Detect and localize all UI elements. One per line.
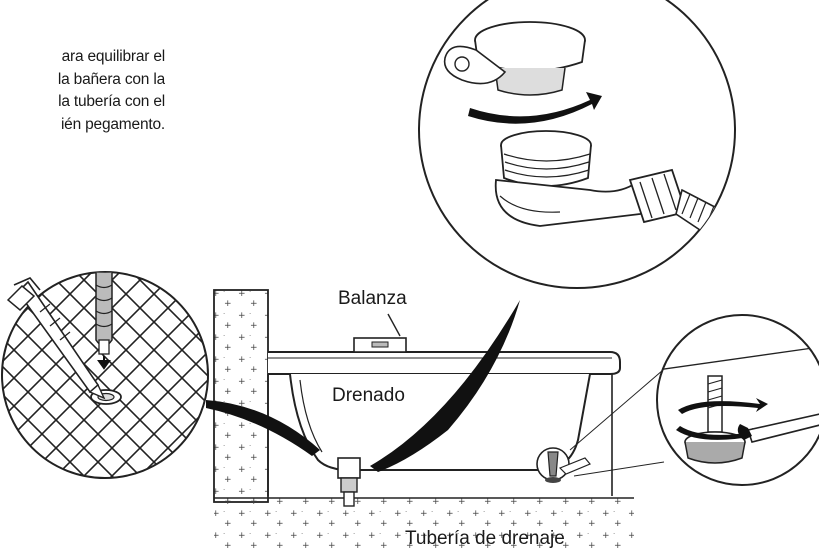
instruction-line-2: la bañera con la — [57, 70, 165, 88]
instruction-text: ara equilibrar el la bañera con la la tu… — [0, 46, 165, 136]
arrow-left-swoosh — [206, 400, 320, 456]
drain-pipe-label: Tubería de drenaje — [405, 528, 565, 549]
nut-detail-circle — [656, 314, 819, 486]
trap-detail-circle — [418, 0, 736, 289]
instruction-line-4: ién pegamento. — [60, 115, 165, 133]
instruction-line-3: la tubería con el — [58, 93, 165, 110]
balance-label: Balanza — [338, 288, 407, 309]
instruction-line-1: ara equilibrar el — [61, 48, 165, 65]
glue-detail-circle — [1, 271, 209, 479]
drain-label: Drenado — [332, 385, 405, 406]
